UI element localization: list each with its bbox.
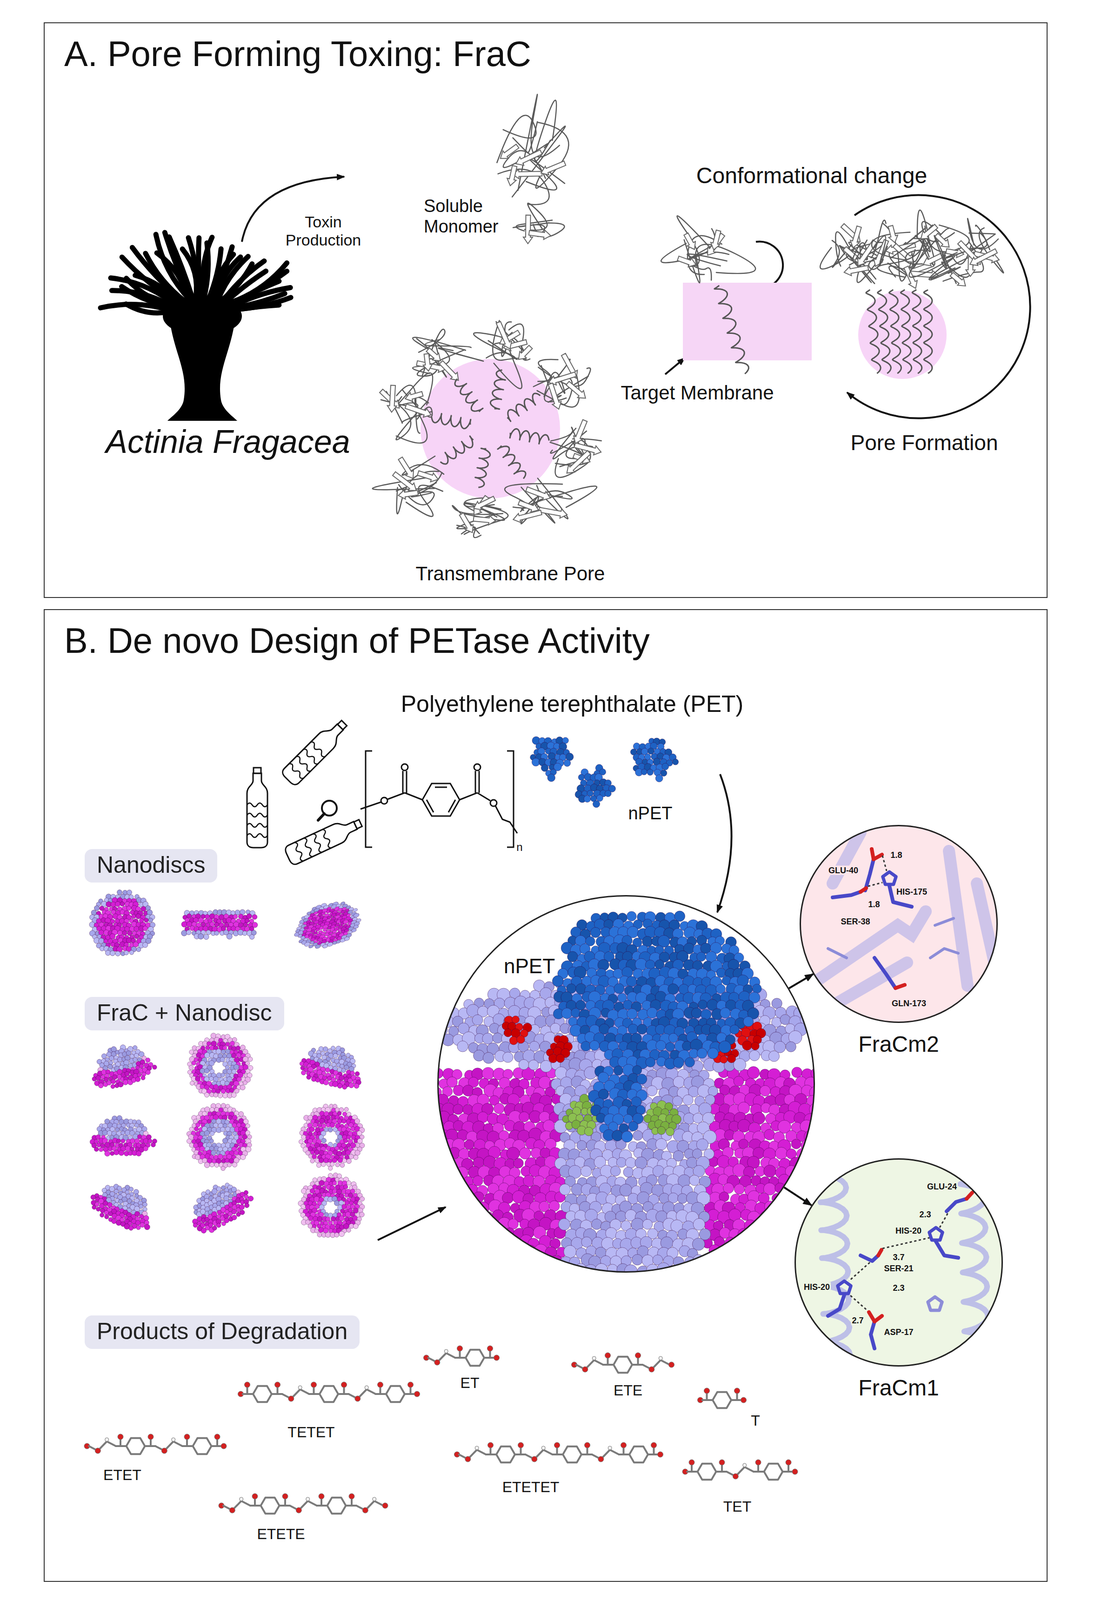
page: A. Pore Forming Toxing: FraCB. De novo D… xyxy=(0,0,1115,1600)
